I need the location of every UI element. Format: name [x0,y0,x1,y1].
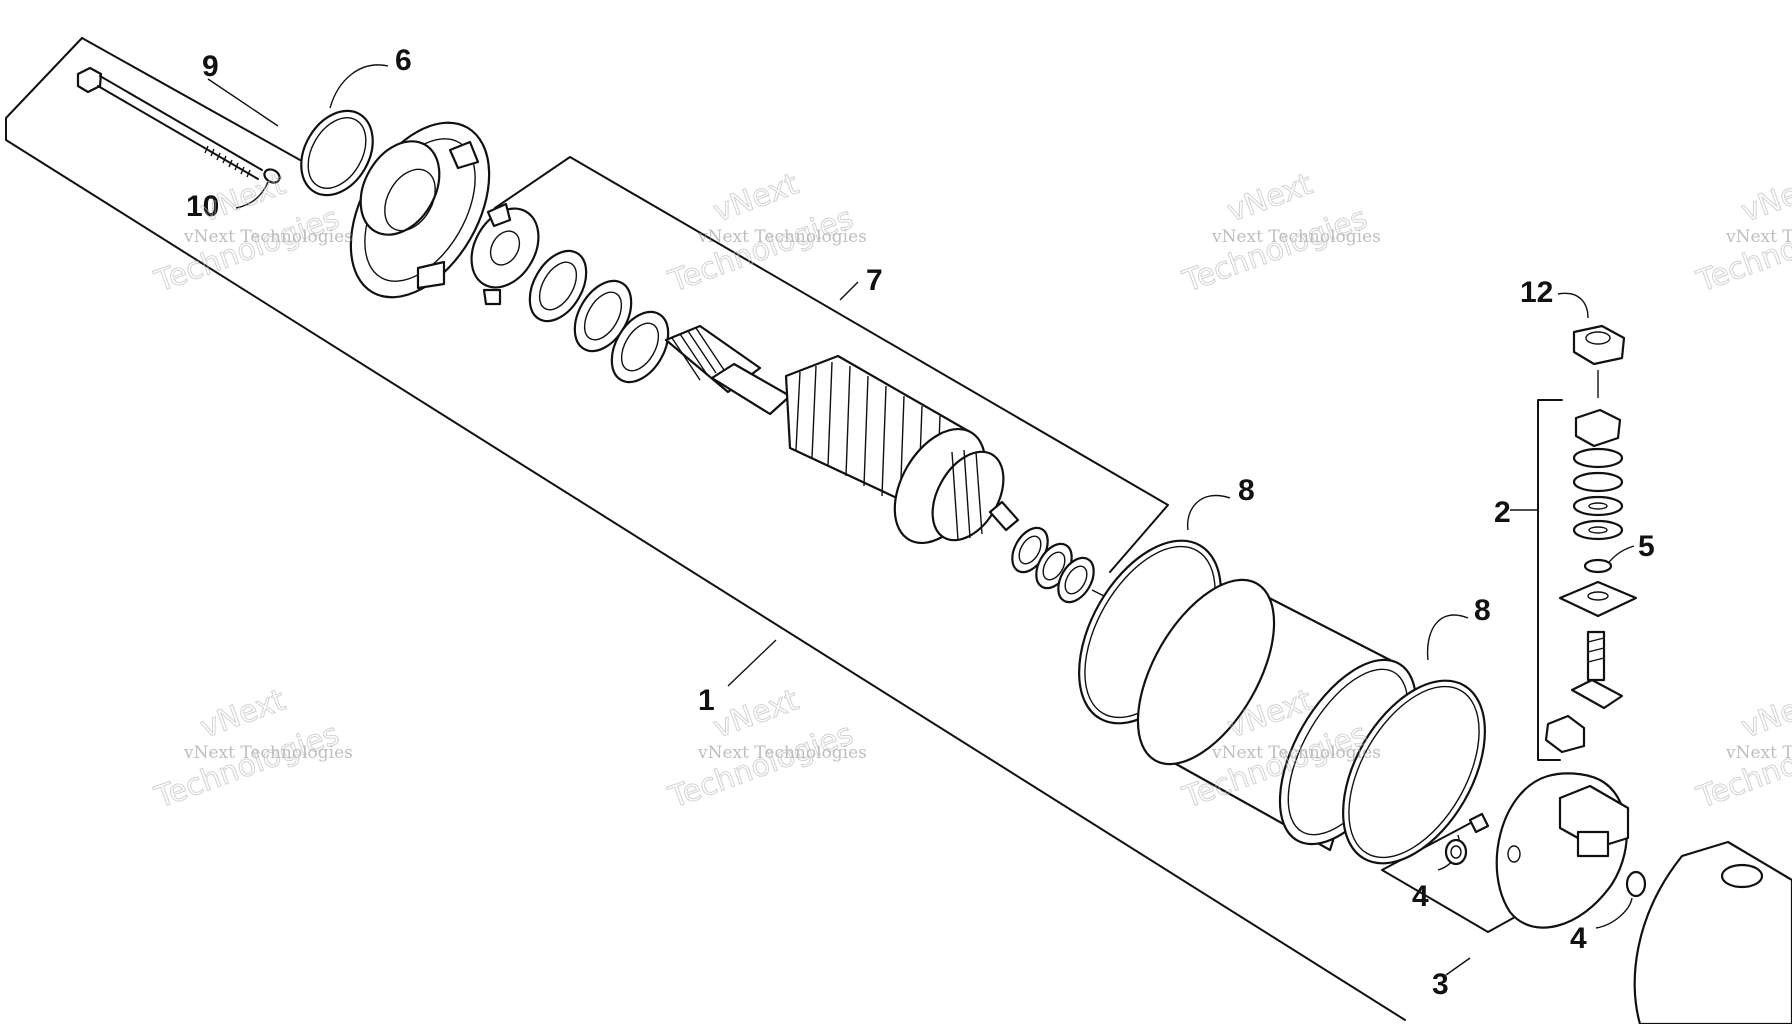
callout-5: 5 [1638,530,1655,563]
brush-springs [1444,812,1647,898]
front-cover-housing [349,121,491,299]
callout-2: 2 [1494,496,1511,529]
yoke-housing [1136,578,1418,852]
svg-text:vNext: vNext [1737,167,1792,230]
svg-text:vNext Technologies: vNext Technologies [1211,743,1381,763]
washer-stack-front [528,249,670,384]
svg-text:vNext: vNext [1223,167,1318,230]
assembly-bracket-7 [494,156,1169,573]
callout-3: 3 [1432,968,1449,1001]
callout-10: 10 [186,190,219,223]
svg-text:Technologies: Technologies [1178,201,1372,300]
brush-holder-plate [1495,772,1630,929]
assembly-bracket-2 [1537,399,1563,761]
svg-text:vNext: vNext [1737,683,1792,746]
watermark-tile-3: vNext vNext Technologies Technologies [1177,166,1381,300]
svg-text:vNext Technologies: vNext Technologies [697,743,867,763]
svg-text:vNext Technologies: vNext Technologies [1725,743,1792,763]
callout-7: 7 [866,264,883,297]
mounting-bracket [1633,840,1792,1024]
svg-text:Technologies: Technologies [664,201,858,300]
assembly-bracket-1 [5,37,1406,1021]
svg-text:vNext Technologies: vNext Technologies [697,227,867,247]
svg-text:vNext Technologies: vNext Technologies [1211,227,1381,247]
o-ring-8-rear [1342,679,1486,865]
callout-12: 12 [1520,276,1553,309]
terminal-washers [1572,408,1624,574]
callout-8-rear: 8 [1474,594,1491,627]
callout-8-front: 8 [1238,474,1255,507]
armature [664,324,1020,545]
svg-text:Technologies: Technologies [664,717,858,816]
watermark-tile-4: vNext vNext Technologies Technologies [1691,166,1792,300]
callout-1: 1 [698,684,715,717]
lock-washer [263,168,281,184]
terminal-bolt [1544,630,1624,754]
watermark-tile-6: vNext vNext Technologies Technologies [663,682,867,816]
callout-4-left: 4 [1412,880,1429,913]
callout-9: 9 [202,50,219,83]
svg-text:vNext Technologies: vNext Technologies [183,743,353,763]
svg-text:vNext Technologies: vNext Technologies [183,227,353,247]
svg-text:vNext Technologies: vNext Technologies [1725,227,1792,247]
washer-stack-rear [1011,526,1109,604]
watermark-tile-8: vNext vNext Technologies Technologies [1691,682,1792,816]
watermark-tile-2: vNext vNext Technologies Technologies [663,166,867,300]
terminal-plate [1558,580,1638,618]
svg-text:Technologies: Technologies [150,717,344,816]
o-ring-6 [300,109,374,197]
through-bolt [76,66,263,180]
svg-text:Technologies: Technologies [150,201,344,300]
watermark-tile-5: vNext vNext Technologies Technologies [149,682,353,816]
callout-4-right: 4 [1570,922,1587,955]
terminal-nut-12 [1572,324,1626,398]
svg-text:vNext: vNext [709,683,804,746]
callout-labels: 1 2 3 4 4 5 6 7 8 8 9 10 12 [186,44,1655,1001]
thrust-plate [470,202,540,306]
callout-6: 6 [395,44,412,77]
svg-text:vNext: vNext [709,167,804,230]
